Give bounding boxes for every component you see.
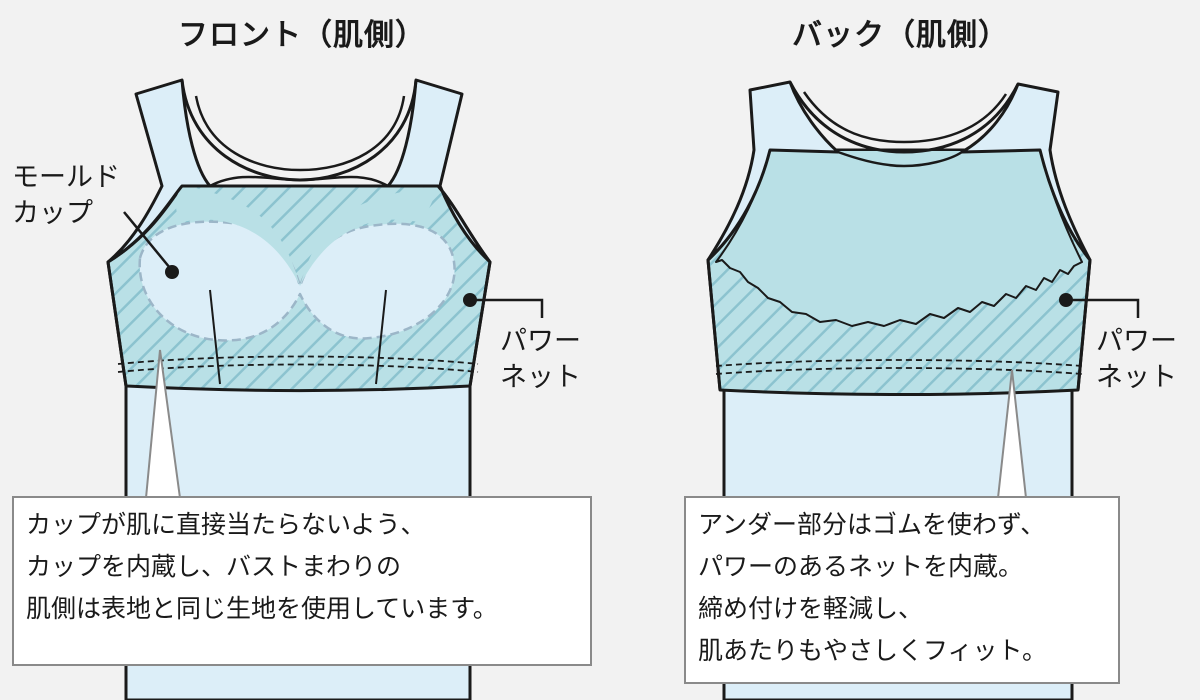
callout-line: パワーのあるネットを内蔵。: [698, 552, 1024, 581]
front-net-leader: [470, 298, 544, 318]
front-mold-cup-label: モールド カップ: [12, 162, 120, 229]
callout-line: 肌あたりもやさしくフィット。: [698, 636, 1048, 665]
callout-line: 締め付けを軽減し、: [698, 594, 924, 623]
back-panel: [715, 149, 1083, 327]
front-cup-leader: [123, 211, 171, 269]
front-right-strap: [386, 78, 492, 264]
back-callout: アンダー部分はゴムを使わず、 パワーのあるネットを内蔵。 締め付けを軽減し、 肌…: [684, 496, 1120, 684]
front-title: フロント（肌側）: [178, 18, 426, 53]
back-net-leader: [1066, 298, 1140, 318]
back-right-strap: [960, 82, 1092, 262]
back-title: バック（肌側）: [792, 18, 1009, 53]
callout-line: カップが肌に直接当たらないよう、: [26, 510, 426, 539]
front-left-strap: [106, 78, 212, 264]
front-callout: カップが肌に直接当たらないよう、 カップを内蔵し、バストまわりの 肌側は表地と同…: [12, 496, 592, 666]
callout-line: アンダー部分はゴムを使わず、: [698, 510, 1046, 539]
front-cup-marker: [165, 265, 179, 279]
back-left-strap: [706, 80, 840, 262]
callout-line: 肌側は表地と同じ生地を使用しています。: [26, 594, 498, 623]
front-power-net-label: パワー ネット: [500, 326, 581, 393]
back-power-net-label: パワー ネット: [1096, 326, 1177, 393]
callout-line: カップを内蔵し、バストまわりの: [26, 552, 402, 581]
